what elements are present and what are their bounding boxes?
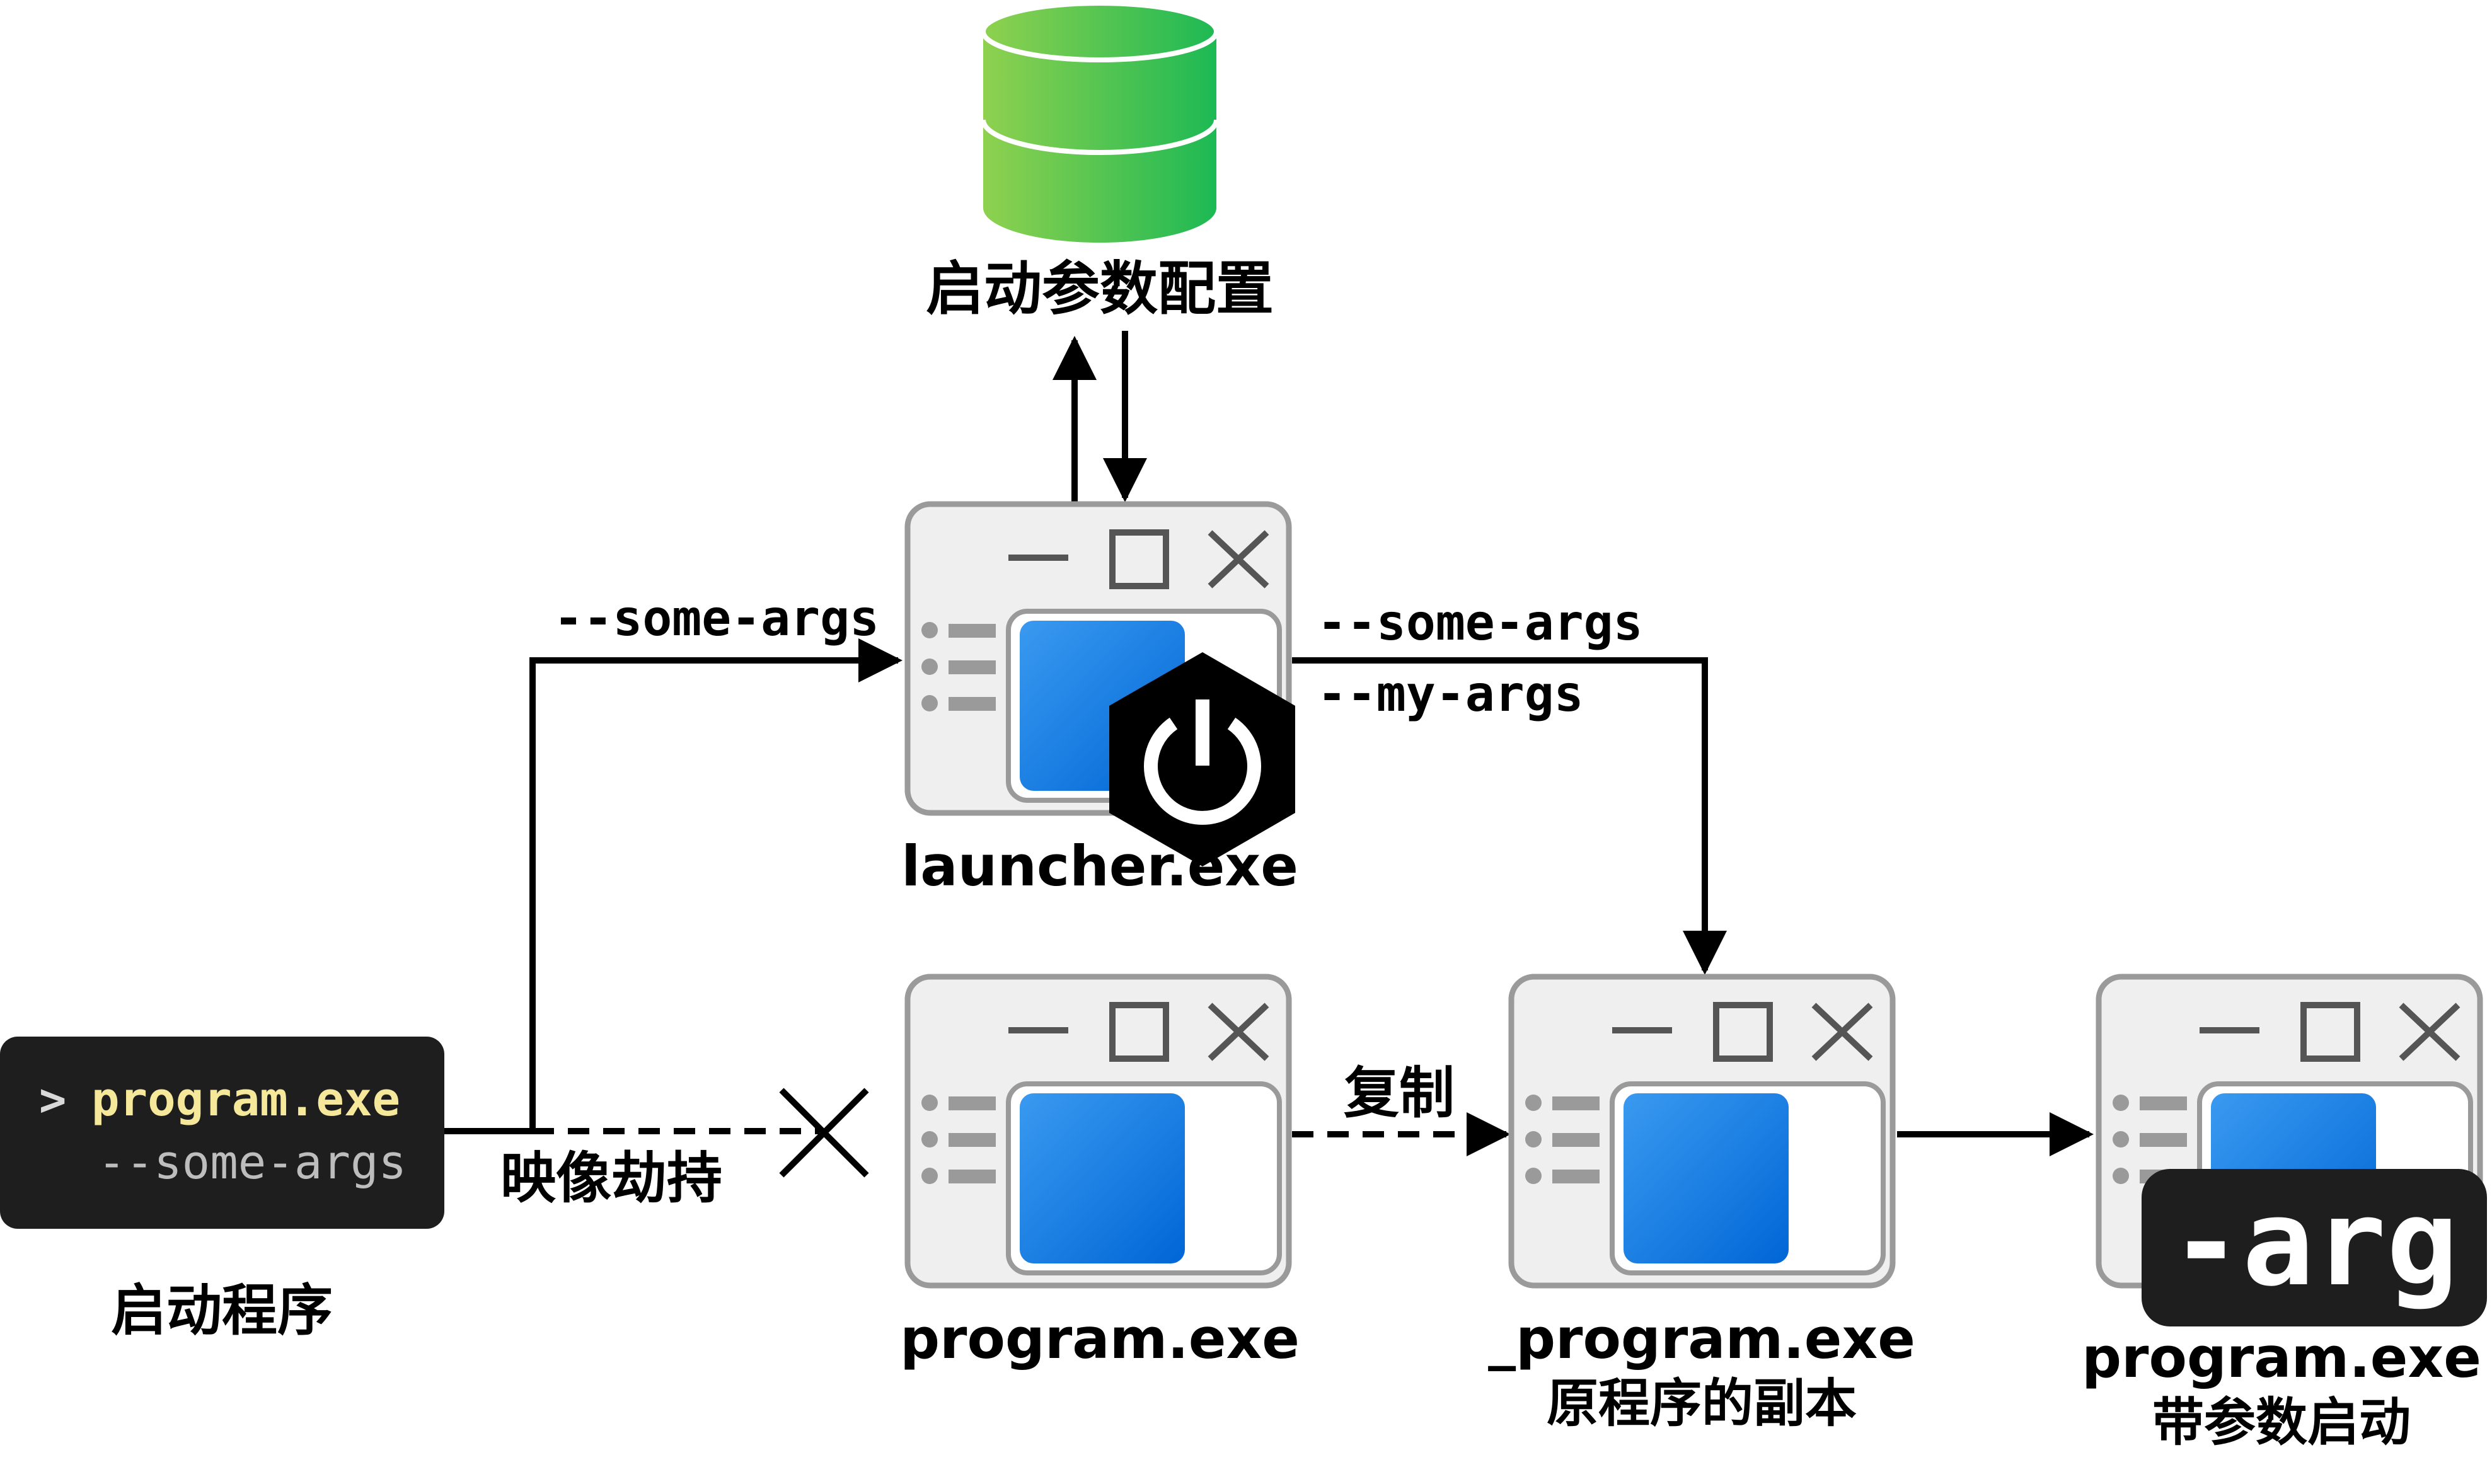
database-icon	[981, 1, 1219, 243]
database-label: 启动参数配置	[926, 255, 1274, 323]
copy-label-1: _program.exe	[1488, 1306, 1915, 1371]
terminal-command: program.exe	[91, 1073, 400, 1127]
launcher-outgoing-args-2: --my-args	[1317, 666, 1584, 723]
connectors	[441, 331, 2094, 1178]
program-window[interactable]	[908, 977, 1289, 1286]
terminal-window[interactable]: > program.exe --some-args	[0, 1037, 444, 1229]
copy-edge-label: 复制	[1344, 1061, 1455, 1125]
launcher-incoming-args: --some-args	[553, 590, 879, 647]
terminal-caption: 启动程序	[111, 1278, 333, 1343]
edge-launcher-to-copy	[1292, 657, 1727, 975]
launcher-label: launcher.exe	[901, 834, 1298, 899]
hijack-label: 映像劫持	[500, 1146, 722, 1211]
copy-window[interactable]	[1511, 977, 1893, 1286]
power-icon	[1109, 652, 1295, 866]
terminal-prompt: >	[39, 1073, 66, 1126]
result-label-2: 带参数启动	[2152, 1393, 2411, 1452]
arg-badge: -arg	[2142, 1169, 2487, 1326]
program-label: program.exe	[900, 1306, 1300, 1371]
result-label-1: program.exe	[2082, 1325, 2481, 1390]
launcher-outgoing-args-1: --some-args	[1317, 595, 1643, 652]
arg-badge-text: -arg	[2170, 1173, 2459, 1313]
copy-label-2: 原程序的副本	[1547, 1374, 1857, 1434]
terminal-args: --some-args	[98, 1136, 407, 1190]
edge-terminal-to-launcher	[441, 638, 903, 1134]
